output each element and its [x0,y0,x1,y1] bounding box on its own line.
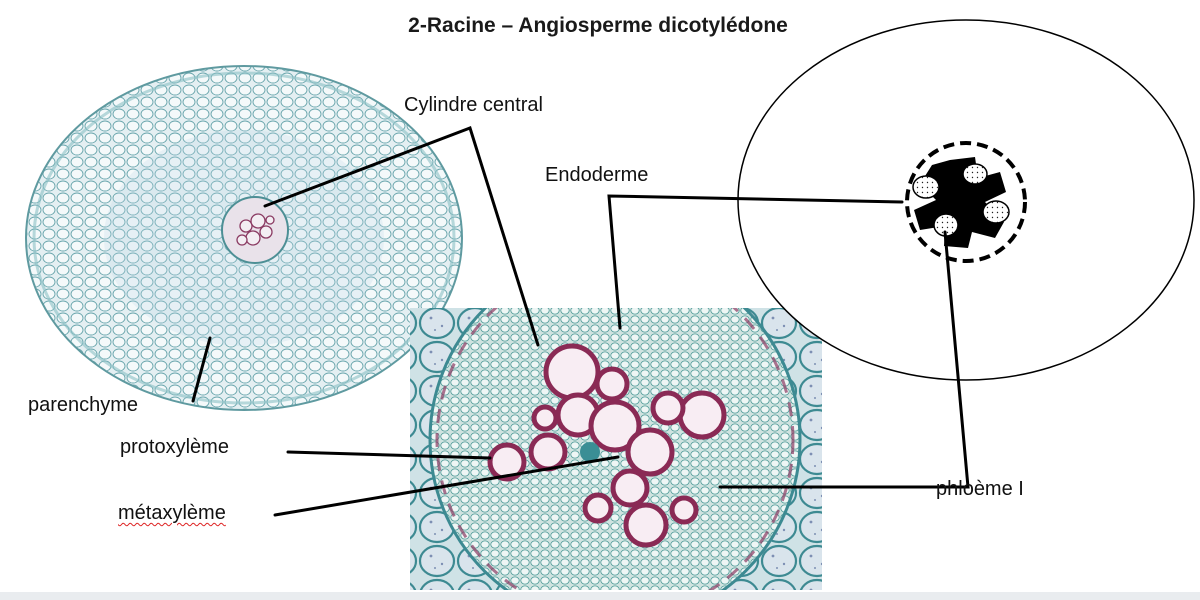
label-cylindre-central: Cylindre central [404,94,543,117]
central-cylinder-micrograph [410,255,822,600]
label-phloeme: phloème I [936,478,1024,501]
label-endoderme: Endoderme [545,164,648,187]
bottom-edge [0,592,1200,600]
label-parenchyme: parenchyme [28,394,138,417]
root-cross-section-image [26,66,462,410]
label-metaxyleme: métaxylème [118,502,226,525]
label-protoxyleme: protoxylème [120,436,229,459]
